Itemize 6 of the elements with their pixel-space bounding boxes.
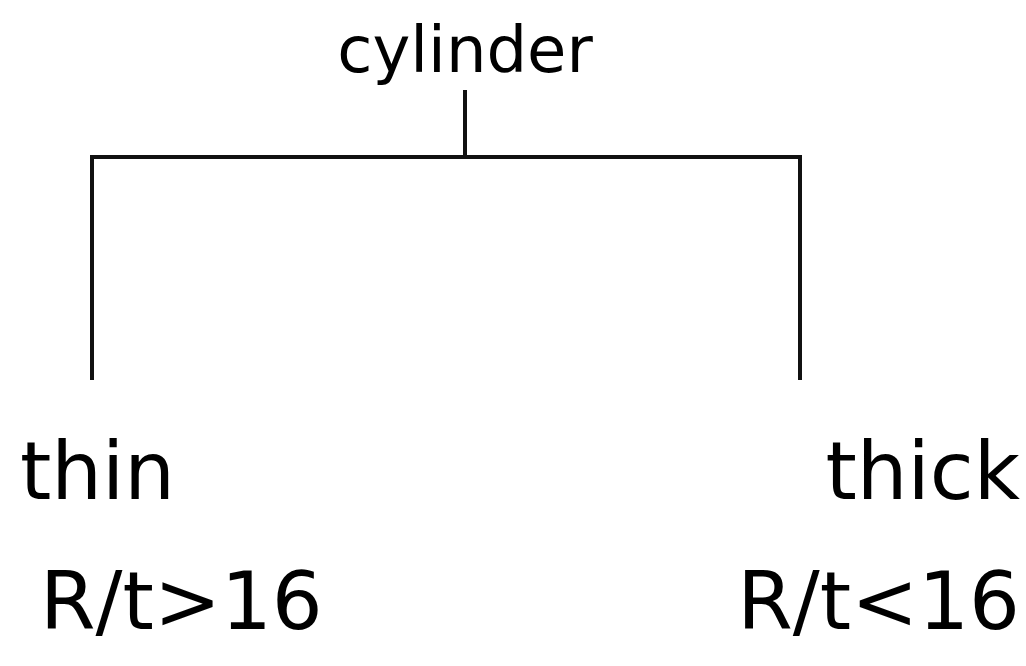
root-label: cylinder — [337, 12, 593, 88]
connector-line — [463, 90, 802, 380]
branch-label: thin — [20, 432, 175, 512]
ratio-condition: R/t>16 — [40, 562, 323, 642]
ratio-condition: R/t<16 — [737, 562, 1020, 642]
branch-label: thick — [825, 432, 1020, 512]
